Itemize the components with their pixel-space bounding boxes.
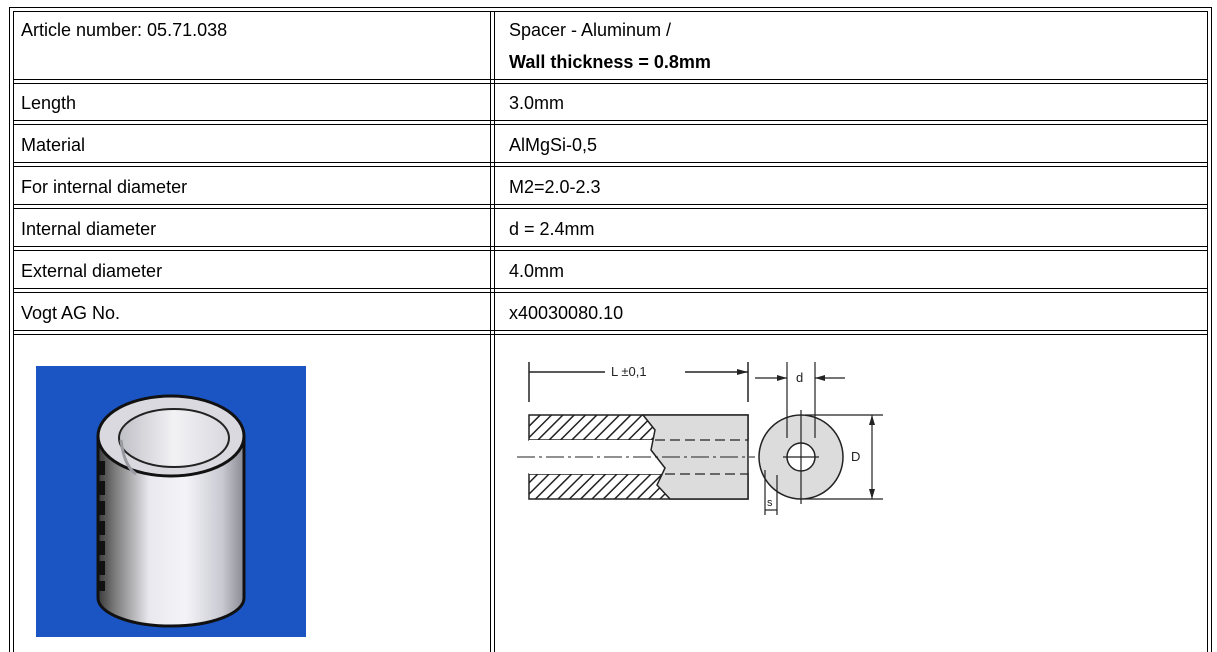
spec-table-outer-border (9, 7, 1212, 652)
row-separator (13, 124, 1208, 125)
row-separator (13, 166, 1208, 167)
row-separator (13, 79, 1208, 80)
row-separator (13, 83, 1208, 84)
length-dimension-label: L ±0,1 (611, 364, 647, 379)
column-divider-left (490, 11, 491, 652)
row-separator (13, 292, 1208, 293)
row-value-for-internal-diameter: M2=2.0-2.3 (509, 177, 601, 197)
spec-table-inner-border (13, 11, 1208, 652)
row-separator (13, 330, 1208, 331)
row-separator (13, 120, 1208, 121)
row-value-vogt-no: x40030080.10 (509, 303, 624, 323)
row-label-material: Material (21, 135, 86, 155)
spacer-technical-drawing: L ±0,1 d D s (517, 362, 883, 515)
row-separator (13, 208, 1208, 209)
row-separator (13, 250, 1208, 251)
row-separator (13, 334, 1208, 335)
outer-diameter-label: D (851, 449, 860, 464)
row-label-length: Length (21, 93, 77, 113)
row-value-length: 3.0mm (509, 93, 565, 113)
row-separator (13, 162, 1208, 163)
row-value-material: AlMgSi-0,5 (509, 135, 598, 155)
row-separator (13, 204, 1208, 205)
wall-dimension-label: s (767, 497, 773, 509)
column-divider-right (494, 11, 495, 652)
row-label-for-internal-diameter: For internal diameter (21, 177, 188, 197)
row-separator (13, 246, 1208, 247)
row-label-internal-diameter: Internal diameter (21, 219, 157, 239)
row-label-external-diameter: External diameter (21, 261, 163, 281)
row-value-internal-diameter: d = 2.4mm (509, 219, 595, 239)
article-number: Article number: 05.71.038 (21, 20, 228, 40)
spacer-photo (36, 366, 306, 637)
spacer-illustration (96, 394, 246, 628)
row-separator (13, 288, 1208, 289)
inner-diameter-label: d (796, 370, 803, 385)
row-label-vogt-no: Vogt AG No. (21, 303, 121, 323)
row-value-external-diameter: 4.0mm (509, 261, 565, 281)
wall-thickness: Wall thickness = 0.8mm (509, 52, 711, 72)
product-title: Spacer - Aluminum / (509, 20, 672, 40)
